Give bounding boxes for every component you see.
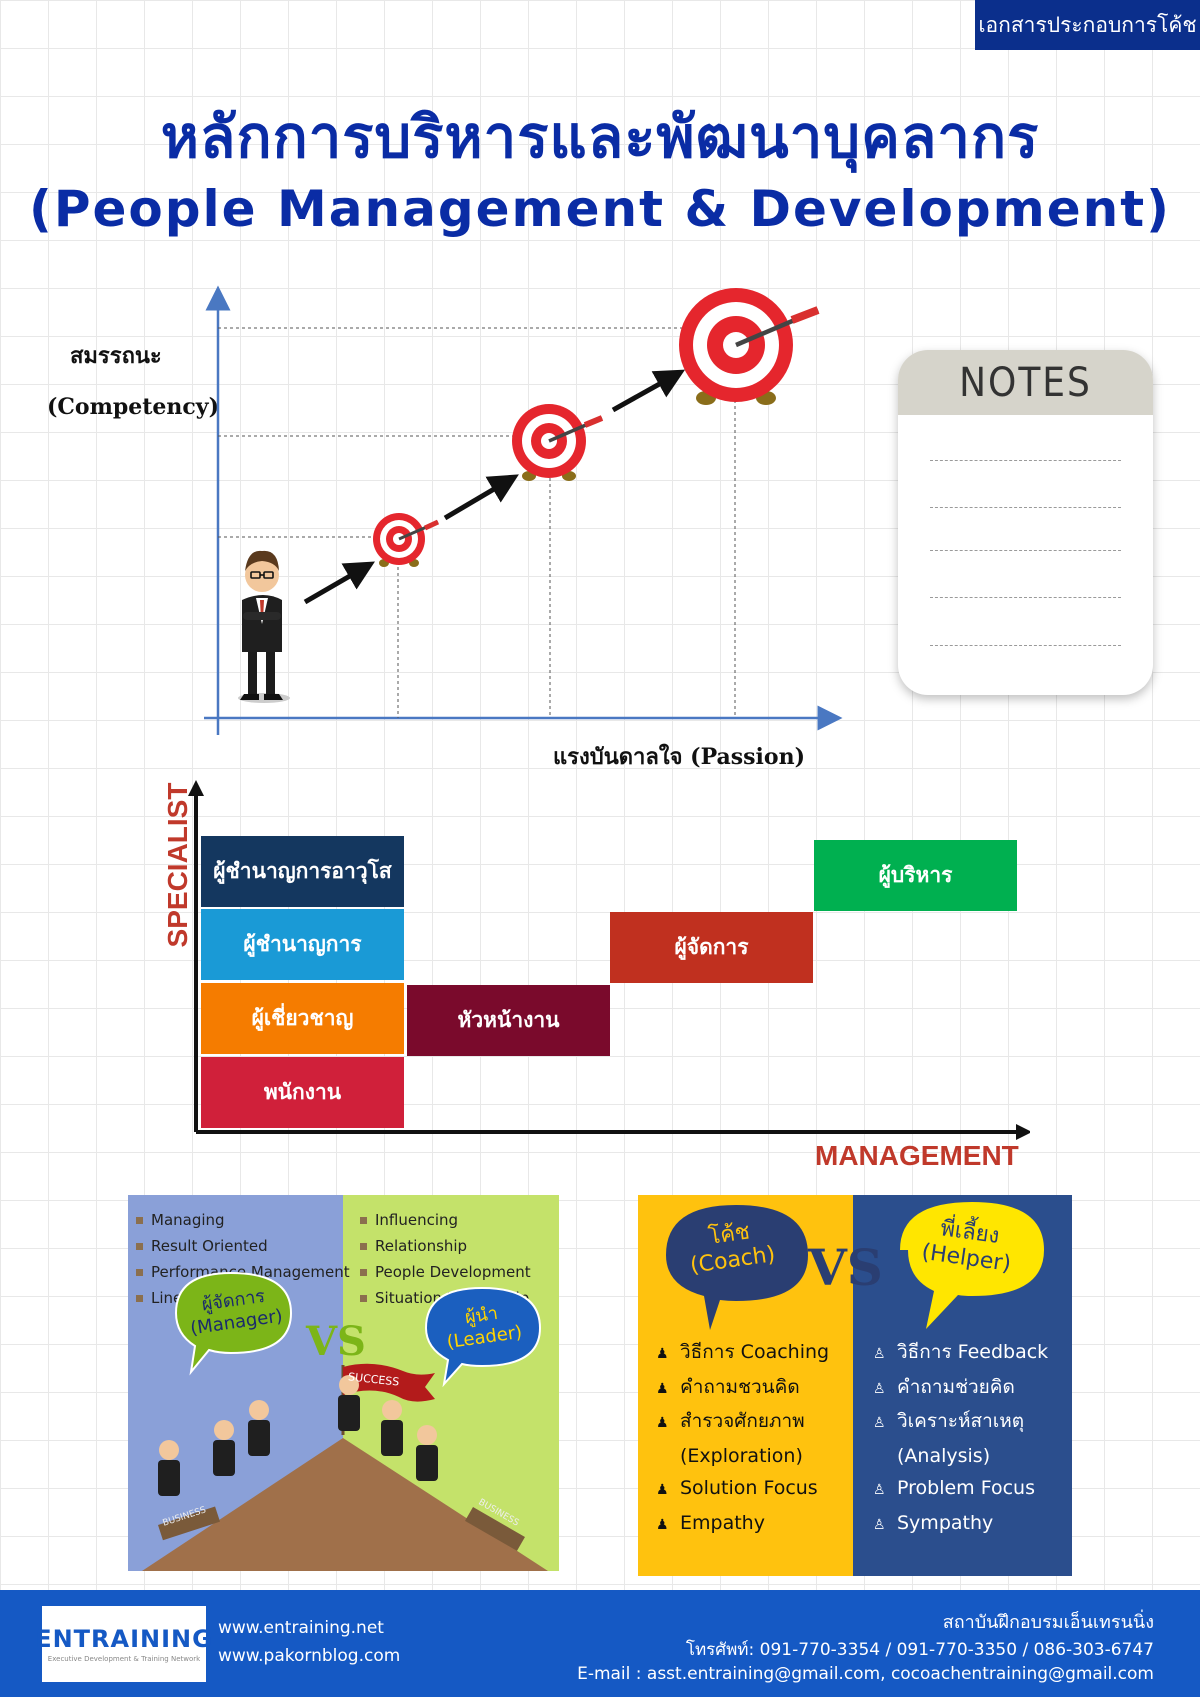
list-item: ♙Sympathy	[873, 1507, 1048, 1542]
y-axis-label-english: (Competency)	[47, 394, 219, 420]
coach-icon: ♟	[656, 1415, 669, 1431]
phone-numbers: โทรศัพท์: 091-770-3354 / 091-770-3350 / …	[685, 1640, 1154, 1660]
list-item: ♟สำรวจศักยภาพ	[656, 1405, 829, 1440]
list-item: ♙วิธีการ Feedback	[873, 1336, 1048, 1371]
helper-icon: ♙	[873, 1380, 886, 1397]
list-item: ♟วิธีการ Coaching	[656, 1336, 829, 1371]
list-item: ♟คำถามชวนคิด	[656, 1371, 829, 1406]
helper-list: ♙วิธีการ Feedback ♙คำถามช่วยคิด ♙วิเคราะ…	[873, 1336, 1048, 1541]
organization-name: สถาบันฝึกอบรมเอ็นเทรนนิ่ง	[942, 1612, 1154, 1633]
target-small-icon	[373, 513, 440, 567]
list-item: ♟Empathy	[656, 1507, 829, 1542]
role-supervisor: หัวหน้างาน	[407, 985, 610, 1056]
list-item: ♙วิเคราะห์สาเหตุ	[873, 1405, 1048, 1440]
notes-title: NOTES	[898, 350, 1153, 415]
email-addresses[interactable]: E-mail : asst.entraining@gmail.com, coco…	[577, 1664, 1154, 1684]
y-axis-label-thai: สมรรถนะ	[70, 343, 162, 369]
note-line	[930, 550, 1121, 551]
growth-arrows	[303, 369, 686, 605]
note-line	[930, 645, 1121, 646]
coach-list: ♟วิธีการ Coaching ♟คำถามชวนคิด ♟สำรวจศัก…	[656, 1336, 829, 1541]
note-line	[930, 507, 1121, 508]
target-medium-icon	[512, 404, 604, 481]
career-ladder-axes	[188, 780, 1030, 1140]
guide-lines	[218, 327, 736, 718]
role-executive: ผู้บริหาร	[814, 840, 1017, 911]
list-item: Result Oriented	[136, 1233, 350, 1259]
vs-label-right: VS	[808, 1238, 883, 1297]
list-item: (Exploration)	[680, 1444, 803, 1467]
list-item: (Analysis)	[897, 1444, 991, 1467]
logo-tagline: Executive Development & Training Network	[47, 1655, 201, 1663]
list-item: ♙Problem Focus	[873, 1472, 1048, 1507]
page-title-english: (People Management & Development)	[28, 180, 1172, 238]
note-line	[930, 460, 1121, 461]
coach-icon: ♟	[656, 1380, 669, 1397]
target-large-icon	[679, 288, 820, 405]
role-specialist: ผู้ชำนาญการ	[201, 909, 404, 980]
notes-card: NOTES	[898, 350, 1153, 695]
businessman-icon	[238, 550, 290, 703]
list-item: ♙คำถามช่วยคิด	[873, 1371, 1048, 1406]
role-senior-expert: ผู้ชำนาญการอาวุโส	[201, 836, 404, 907]
page-title-thai: หลักการบริหารและพัฒนาบุคลากร	[160, 103, 1040, 171]
logo-text: ENTRAINING	[35, 1625, 213, 1653]
list-item: Influencing	[360, 1207, 531, 1233]
role-manager: ผู้จัดการ	[610, 912, 813, 983]
entraining-logo: ENTRAINING Executive Development & Train…	[35, 1606, 212, 1682]
manager-leader-illustration	[142, 1271, 548, 1571]
helper-icon: ♙	[873, 1346, 886, 1362]
website-link-2[interactable]: www.pakornblog.com	[218, 1646, 401, 1666]
coach-icon: ♟	[656, 1346, 669, 1362]
helper-icon: ♙	[873, 1516, 886, 1533]
coach-icon: ♟	[656, 1516, 669, 1533]
vs-label-left: VS	[306, 1318, 366, 1365]
helper-icon: ♙	[873, 1415, 886, 1431]
role-expert: ผู้เชี่ยวชาญ	[201, 983, 404, 1054]
note-line	[930, 597, 1121, 598]
specialist-axis-label: SPECIALIST	[162, 782, 193, 948]
list-item: ♟Solution Focus	[656, 1472, 829, 1507]
x-axis-label: แรงบันดาลใจ (Passion)	[553, 744, 805, 770]
list-item: Relationship	[360, 1233, 531, 1259]
helper-icon: ♙	[873, 1482, 886, 1498]
role-staff: พนักงาน	[201, 1057, 404, 1128]
growth-chart	[204, 285, 843, 735]
coach-helper-bubbles	[666, 1202, 1044, 1330]
list-item: People Development	[360, 1259, 531, 1285]
document-tag: เอกสารประกอบการโค้ช	[975, 0, 1200, 50]
website-link-1[interactable]: www.entraining.net	[218, 1618, 384, 1638]
list-item: Managing	[136, 1207, 350, 1233]
coach-icon: ♟	[656, 1482, 669, 1498]
management-axis-label: MANAGEMENT	[815, 1140, 1019, 1171]
